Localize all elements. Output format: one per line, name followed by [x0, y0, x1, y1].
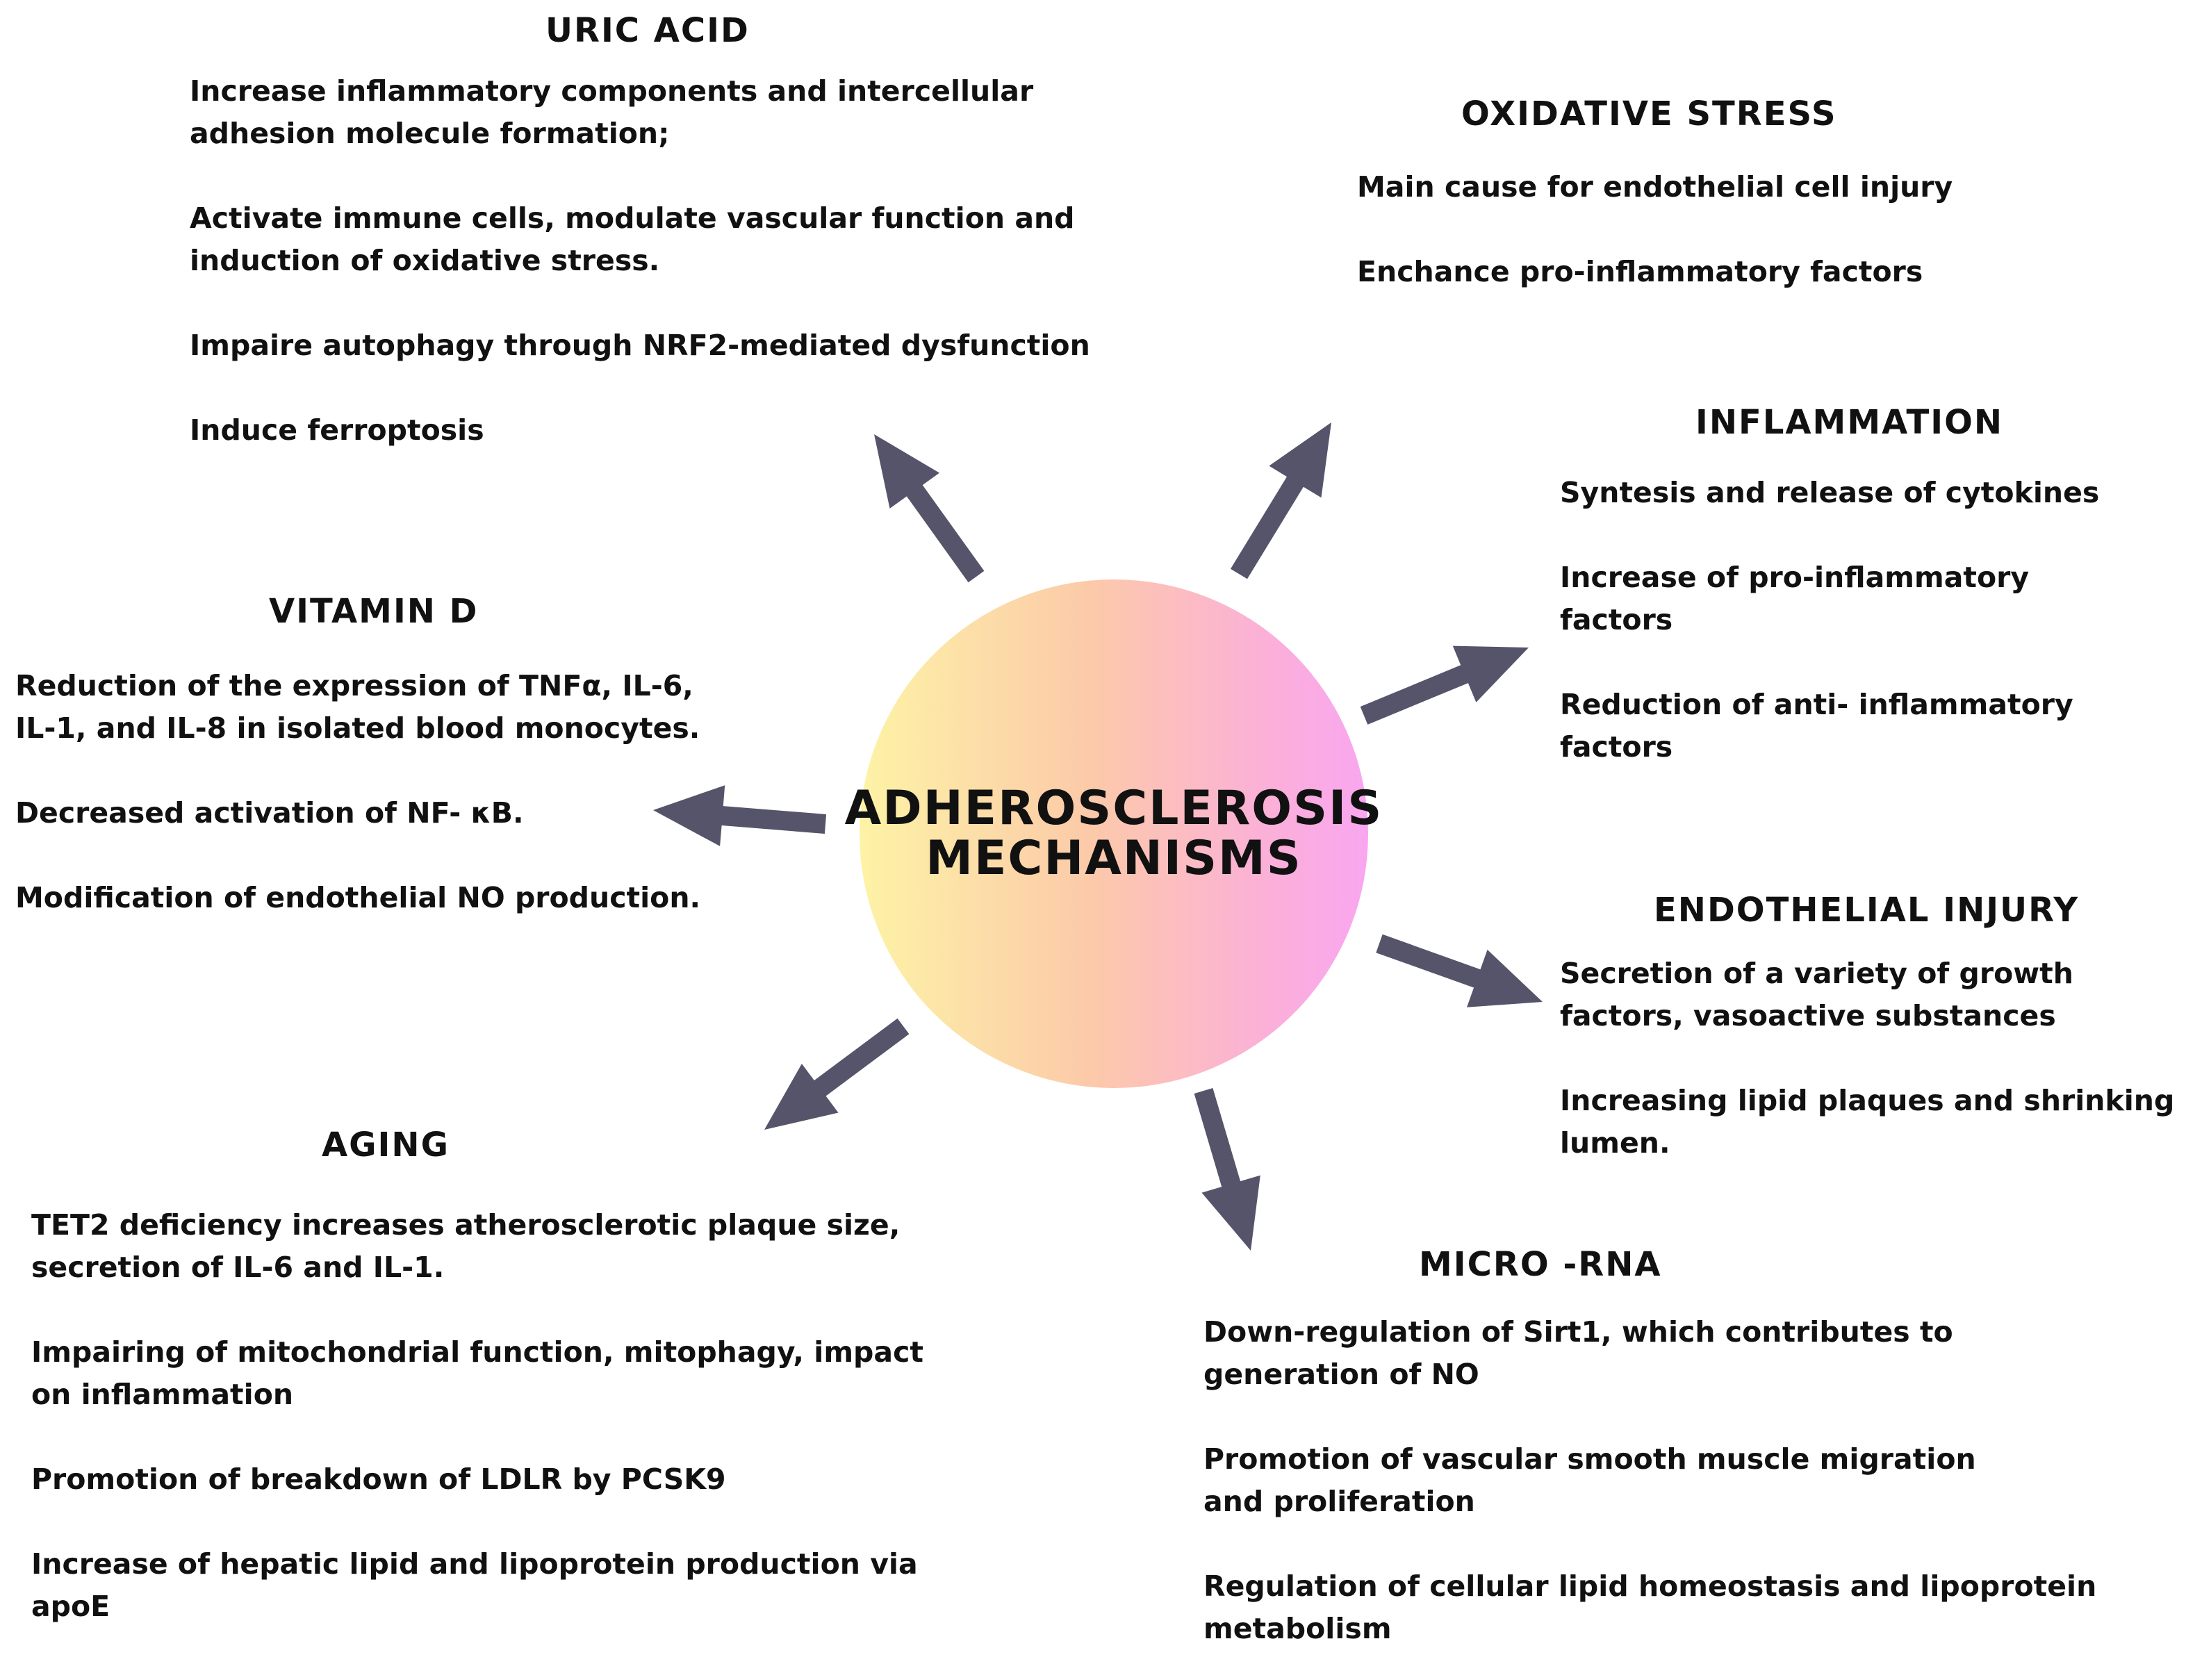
vitamin-d-list: Reduction of the expression of TNFα, IL-…: [15, 665, 745, 919]
vitamin-d-item: Modification of endothelial NO productio…: [15, 880, 701, 914]
micro-rna-list: Down-regulation of Sirt1, which contribu…: [1203, 1311, 2128, 1650]
arrow-to-endothelial: [1376, 934, 1543, 1007]
inflammation-item: Increase of pro-inflammatory factors: [1560, 560, 2030, 636]
vitamin-d-title: VITAMIN D: [269, 592, 479, 631]
uric-acid-item: Induce ferroptosis: [190, 413, 484, 447]
oxidative-stress-item: Main cause for endothelial cell injury: [1357, 170, 1953, 204]
arrow-to-vitamin-d: [653, 785, 827, 846]
arrow-to-uric-acid: [874, 434, 985, 583]
uric-acid-title: URIC ACID: [545, 11, 750, 50]
uric-acid-section: URIC ACID Increase inflammatory componen…: [190, 13, 1128, 452]
aging-item: Promotion of breakdown of LDLR by PCSK9: [31, 1462, 726, 1496]
inflammation-list: Syntesis and release of cytokines Increa…: [1560, 472, 2130, 768]
inflammation-item: Syntesis and release of cytokines: [1560, 475, 2100, 509]
uric-acid-item: Activate immune cells, modulate vascular…: [190, 201, 1075, 277]
inflammation-item: Reduction of anti- inflammatory factors: [1560, 687, 2073, 764]
center-title: ADHEROSCLEROSIS MECHANISMS: [844, 781, 1383, 886]
micro-rna-title: MICRO -RNA: [1419, 1245, 1662, 1284]
vitamin-d-item: Decreased activation of NF- κB.: [15, 796, 524, 830]
vitamin-d-section: VITAMIN D Reduction of the expression of…: [15, 593, 745, 919]
uric-acid-list: Increase inflammatory components and int…: [190, 70, 1128, 452]
arrow-to-micro-rna: [1194, 1088, 1260, 1251]
endothelial-injury-item: Increasing lipid plaques and shrinking l…: [1560, 1083, 2175, 1160]
aging-item: TET2 deficiency increases atheroscleroti…: [31, 1208, 901, 1284]
endothelial-injury-item: Secretion of a variety of growth factors…: [1560, 956, 2073, 1032]
aging-section: AGING TET2 deficiency increases atherosc…: [31, 1127, 962, 1628]
arrow-to-inflammation: [1360, 645, 1529, 725]
arrow-to-aging: [764, 1018, 910, 1130]
uric-acid-item: Increase inflammatory components and int…: [190, 74, 1034, 150]
uric-acid-item: Impaire autophagy through NRF2-mediated …: [190, 328, 1090, 362]
aging-title: AGING: [322, 1126, 450, 1164]
inflammation-section: INFLAMMATION Syntesis and release of cyt…: [1560, 404, 2130, 768]
aging-item: Increase of hepatic lipid and lipoprotei…: [31, 1547, 918, 1623]
micro-rna-item: Down-regulation of Sirt1, which contribu…: [1203, 1315, 1953, 1391]
arrow-to-oxidative-stress: [1231, 422, 1331, 579]
oxidative-stress-section: OXIDATIVE STRESS Main cause for endothel…: [1357, 96, 2156, 293]
oxidative-stress-list: Main cause for endothelial cell injury E…: [1357, 166, 2156, 293]
aging-list: TET2 deficiency increases atheroscleroti…: [31, 1204, 962, 1628]
micro-rna-item: Promotion of vascular smooth muscle migr…: [1203, 1442, 1976, 1518]
micro-rna-section: MICRO -RNA Down-regulation of Sirt1, whi…: [1203, 1246, 2128, 1650]
inflammation-title: INFLAMMATION: [1695, 403, 2004, 442]
endothelial-injury-section: ENDOTHELIAL INJURY Secretion of a variet…: [1560, 892, 2206, 1164]
endothelial-injury-title: ENDOTHELIAL INJURY: [1654, 891, 2080, 930]
oxidative-stress-title: OXIDATIVE STRESS: [1461, 94, 1837, 133]
endothelial-injury-list: Secretion of a variety of growth factors…: [1560, 953, 2206, 1164]
vitamin-d-item: Reduction of the expression of TNFα, IL-…: [15, 668, 700, 745]
center-circle: ADHEROSCLEROSIS MECHANISMS: [845, 579, 1381, 1088]
aging-item: Impairing of mitochondrial function, mit…: [31, 1335, 923, 1411]
micro-rna-item: Regulation of cellular lipid homeostasis…: [1203, 1569, 2097, 1645]
oxidative-stress-item: Enchance pro-inflammatory factors: [1357, 254, 1923, 288]
